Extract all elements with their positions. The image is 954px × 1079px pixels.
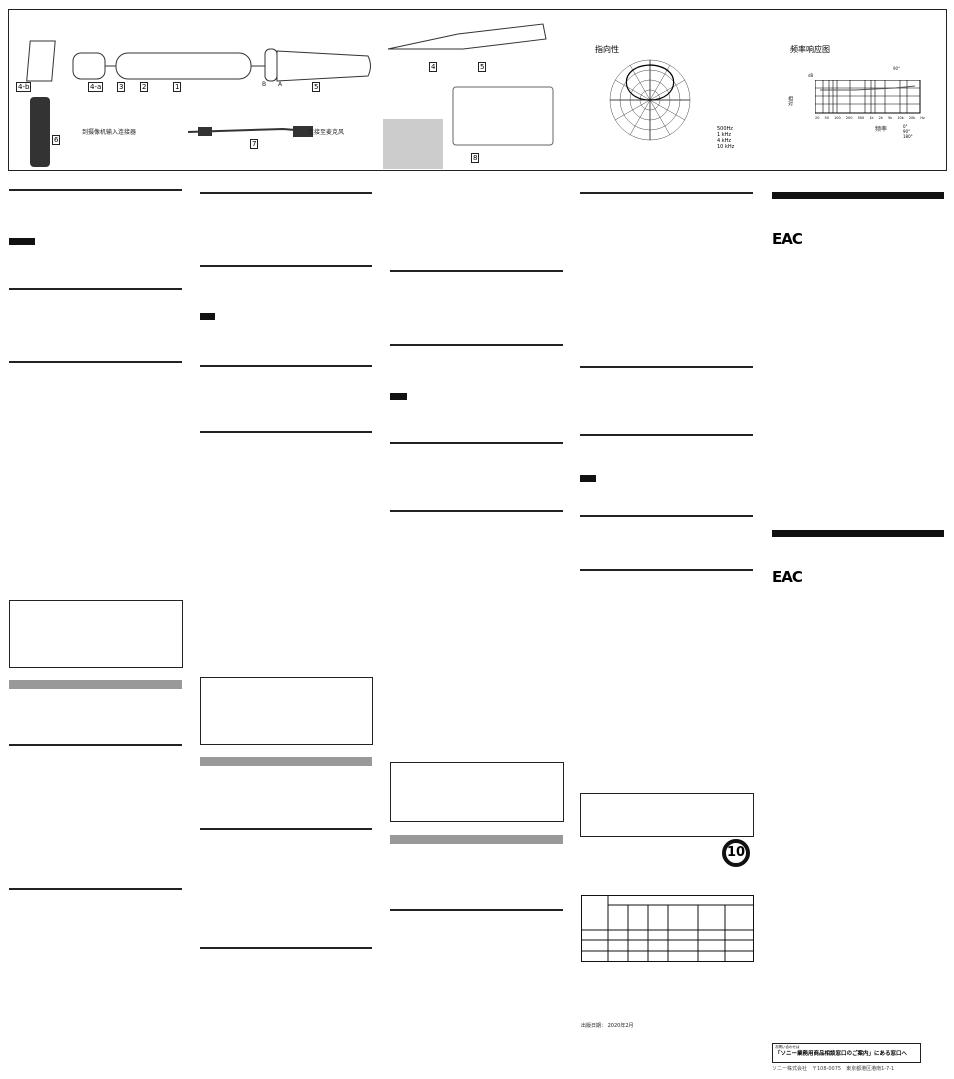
polar-chart [609,59,691,141]
freq-angle: 90° [893,66,901,71]
notice-box [200,677,373,745]
tick: 20 [815,116,820,120]
section-rule [390,344,563,346]
label-a: A [278,81,283,88]
section-rule [200,265,372,267]
section-bar [9,680,182,689]
tick: 1k [869,116,874,120]
label-4a: 4-a [88,82,104,92]
eac-logo: EAC [772,230,803,248]
section-rule [9,189,182,191]
freq-legend: 0°90°180° [903,124,913,139]
polar-title: 指向性 [595,45,619,54]
tick: 20k [908,116,916,120]
legend-90: 90° [903,129,911,134]
publish-date: 出版日期： 2020年2月 [581,1023,634,1029]
label-4b: 4-b [16,82,32,92]
tick: 5k [887,116,893,120]
contact-main: 「ソニー業務用商品相談窓口のご案内」にある窓口へ [775,1051,908,1057]
label-2: 2 [140,82,149,92]
company-address: ソニー株式会社 〒108-0075 東京都港区港南1-7-1 [772,1066,895,1072]
label-6: 6 [52,135,61,145]
section-rule [9,744,182,746]
section-bar [390,835,563,844]
microphone-illustration [26,23,554,169]
contact-box: お問い合わせは 「ソニー業務用商品相談窓口のご案内」にある窓口へ [772,1043,921,1063]
label-4-right: 4 [429,62,438,72]
section-rule [200,431,372,433]
section-bar [200,757,372,766]
section-rule [390,909,563,911]
legend-500hz: 500Hz [717,126,733,132]
section-rule [390,510,563,512]
section-rule [200,365,372,367]
notice-box [390,762,564,822]
section-tag [9,238,35,245]
section-tag [390,393,407,400]
section-rule [200,828,372,830]
tick: Hz [920,116,925,120]
tick: 50 [824,116,829,120]
cable-left-text: 到摄像机输入连接器 [82,129,137,136]
cable-right-text: 连接至麦克风 [308,129,345,136]
legend-180: 180° [903,134,913,139]
eac-logo: EAC [772,568,803,586]
section-rule [390,270,563,272]
contact-small: お問い合わせは [775,1045,800,1049]
section-rule [9,288,182,290]
label-b: B [262,81,267,88]
polar-legend: 500Hz 1 kHz 4 kHz 10 kHz [695,126,734,150]
tick: 100 [834,116,841,120]
section-tag [200,313,215,320]
section-bar-black [772,530,944,537]
freq-chart [815,80,921,114]
tick: 500 [857,116,865,120]
label-8: 8 [471,153,480,163]
freq-title: 频率响应图 [790,45,830,54]
legend-1khz: 1 kHz [717,132,732,138]
section-rule [9,361,182,363]
section-rule [580,434,753,436]
section-rule [580,366,753,368]
label-7: 7 [250,139,259,149]
section-rule [390,442,563,444]
legend-0: 0° [903,124,908,129]
section-rule [9,888,182,890]
section-rule [200,947,372,949]
efup-10-logo: 10 [722,839,750,867]
label-5-right: 5 [478,62,487,72]
freq-unit: dB [808,73,814,78]
tick: 200 [845,116,853,120]
legend-4khz: 4 kHz [717,138,732,144]
freq-xlabel: 频率 [875,126,888,133]
label-3: 3 [117,82,126,92]
label-1: 1 [173,82,182,92]
freq-ticks: 20 50 100 200 500 1k 2k 5k 10k 20k Hz [815,116,925,120]
tick: 10k [897,116,904,120]
figure-panel [8,9,947,171]
section-bar-black [772,192,944,199]
substance-table [581,895,754,962]
section-tag [580,475,596,482]
section-rule [580,192,753,194]
section-rule [200,192,372,194]
legend-10khz: 10 kHz [717,144,735,150]
tick: 2k [878,116,883,120]
section-rule [580,515,753,517]
section-rule [580,569,753,571]
notice-box [580,793,754,837]
freq-ylabel: 相对 [787,96,793,106]
notice-box [9,600,183,668]
label-5: 5 [312,82,321,92]
